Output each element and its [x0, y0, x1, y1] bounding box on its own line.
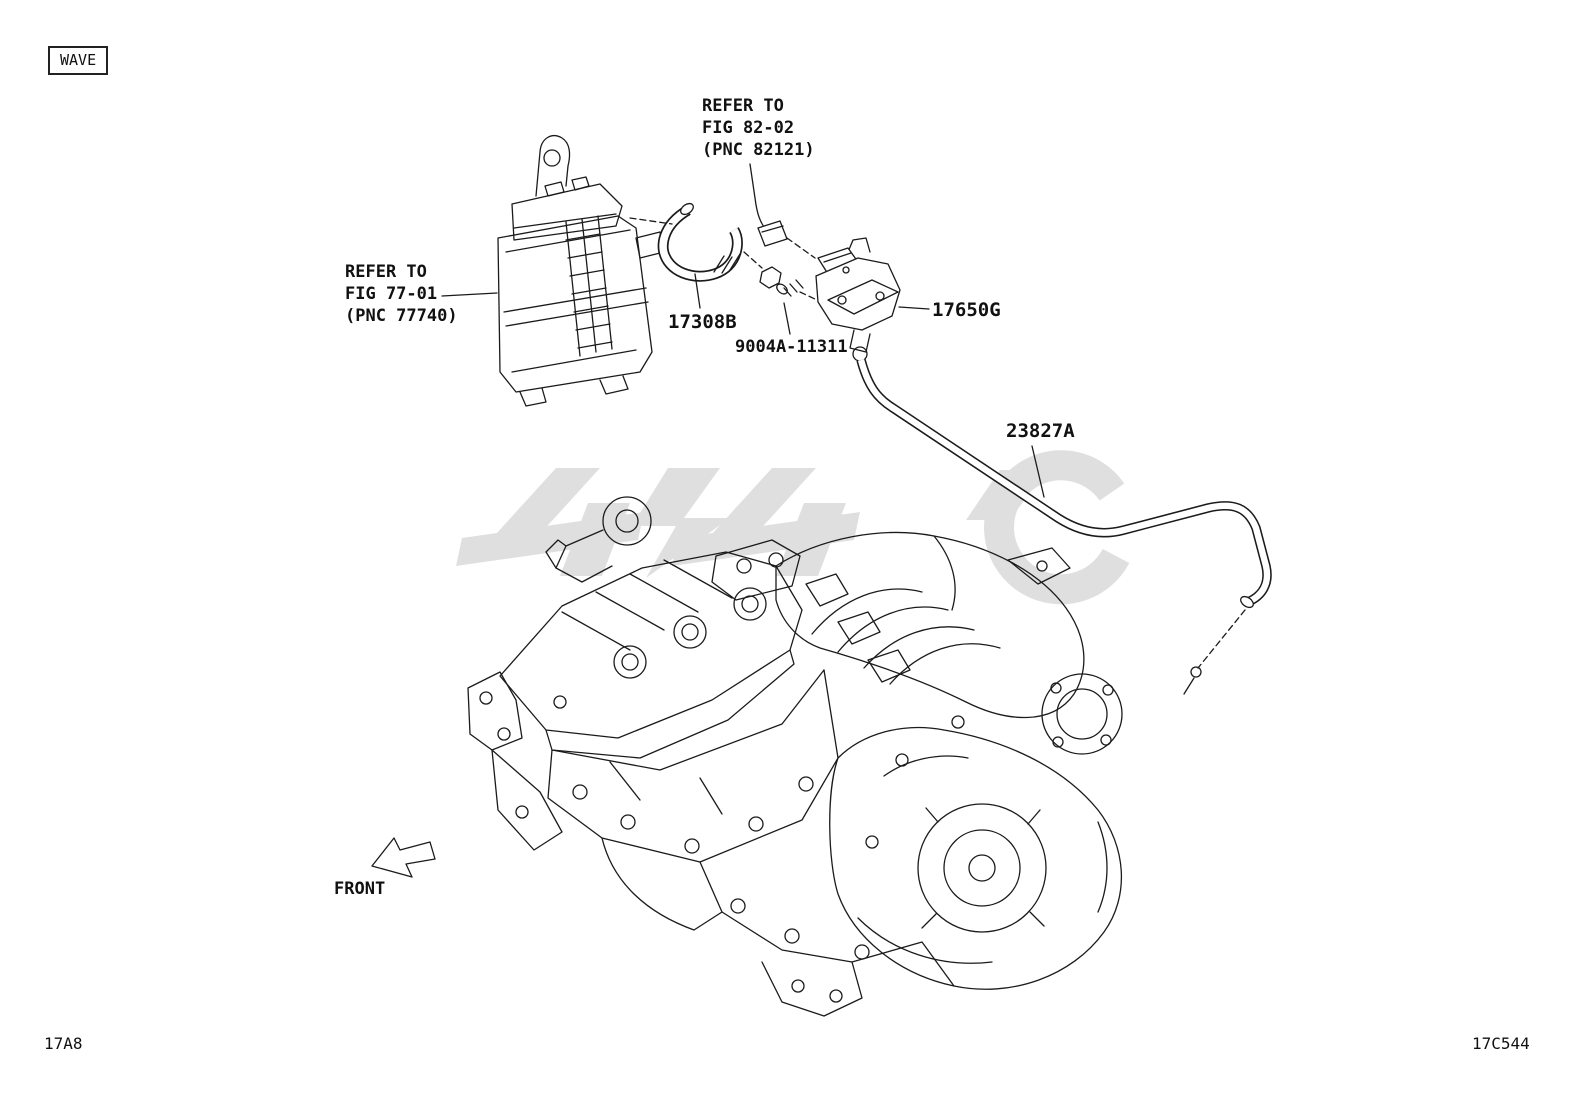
- part-17650g-label: 17650G: [932, 299, 1001, 321]
- charcoal-canister: [497, 135, 665, 407]
- part-23827a-label: 23827A: [1006, 420, 1075, 442]
- hose-17308b: [657, 202, 743, 282]
- front-arrow-icon: [371, 837, 436, 878]
- page-code: 17A8: [44, 1034, 83, 1053]
- hose-23827a: [856, 358, 1272, 609]
- vsv-valve-17650g: [815, 237, 901, 362]
- part-17308b-label: 17308B: [668, 311, 737, 333]
- ref-fig-82-02-label: REFER TO FIG 82-02 (PNC 82121): [702, 96, 815, 160]
- bolt-9004a-11311: [759, 266, 804, 297]
- harness-connector-82121: [749, 163, 788, 247]
- wave-badge: WAVE: [48, 46, 109, 75]
- dashed-links: [629, 217, 1246, 669]
- leader-lines: [441, 273, 1045, 498]
- ref-fig-77-01-label: REFER TO FIG 77-01 (PNC 77740): [345, 262, 458, 326]
- part-9004a-11311-label: 9004A-11311: [735, 337, 848, 357]
- engine-assembly: [467, 496, 1202, 1017]
- watermark-logo: [456, 450, 1130, 605]
- figure-code: 17C544: [1472, 1034, 1530, 1053]
- front-label: FRONT: [334, 879, 386, 899]
